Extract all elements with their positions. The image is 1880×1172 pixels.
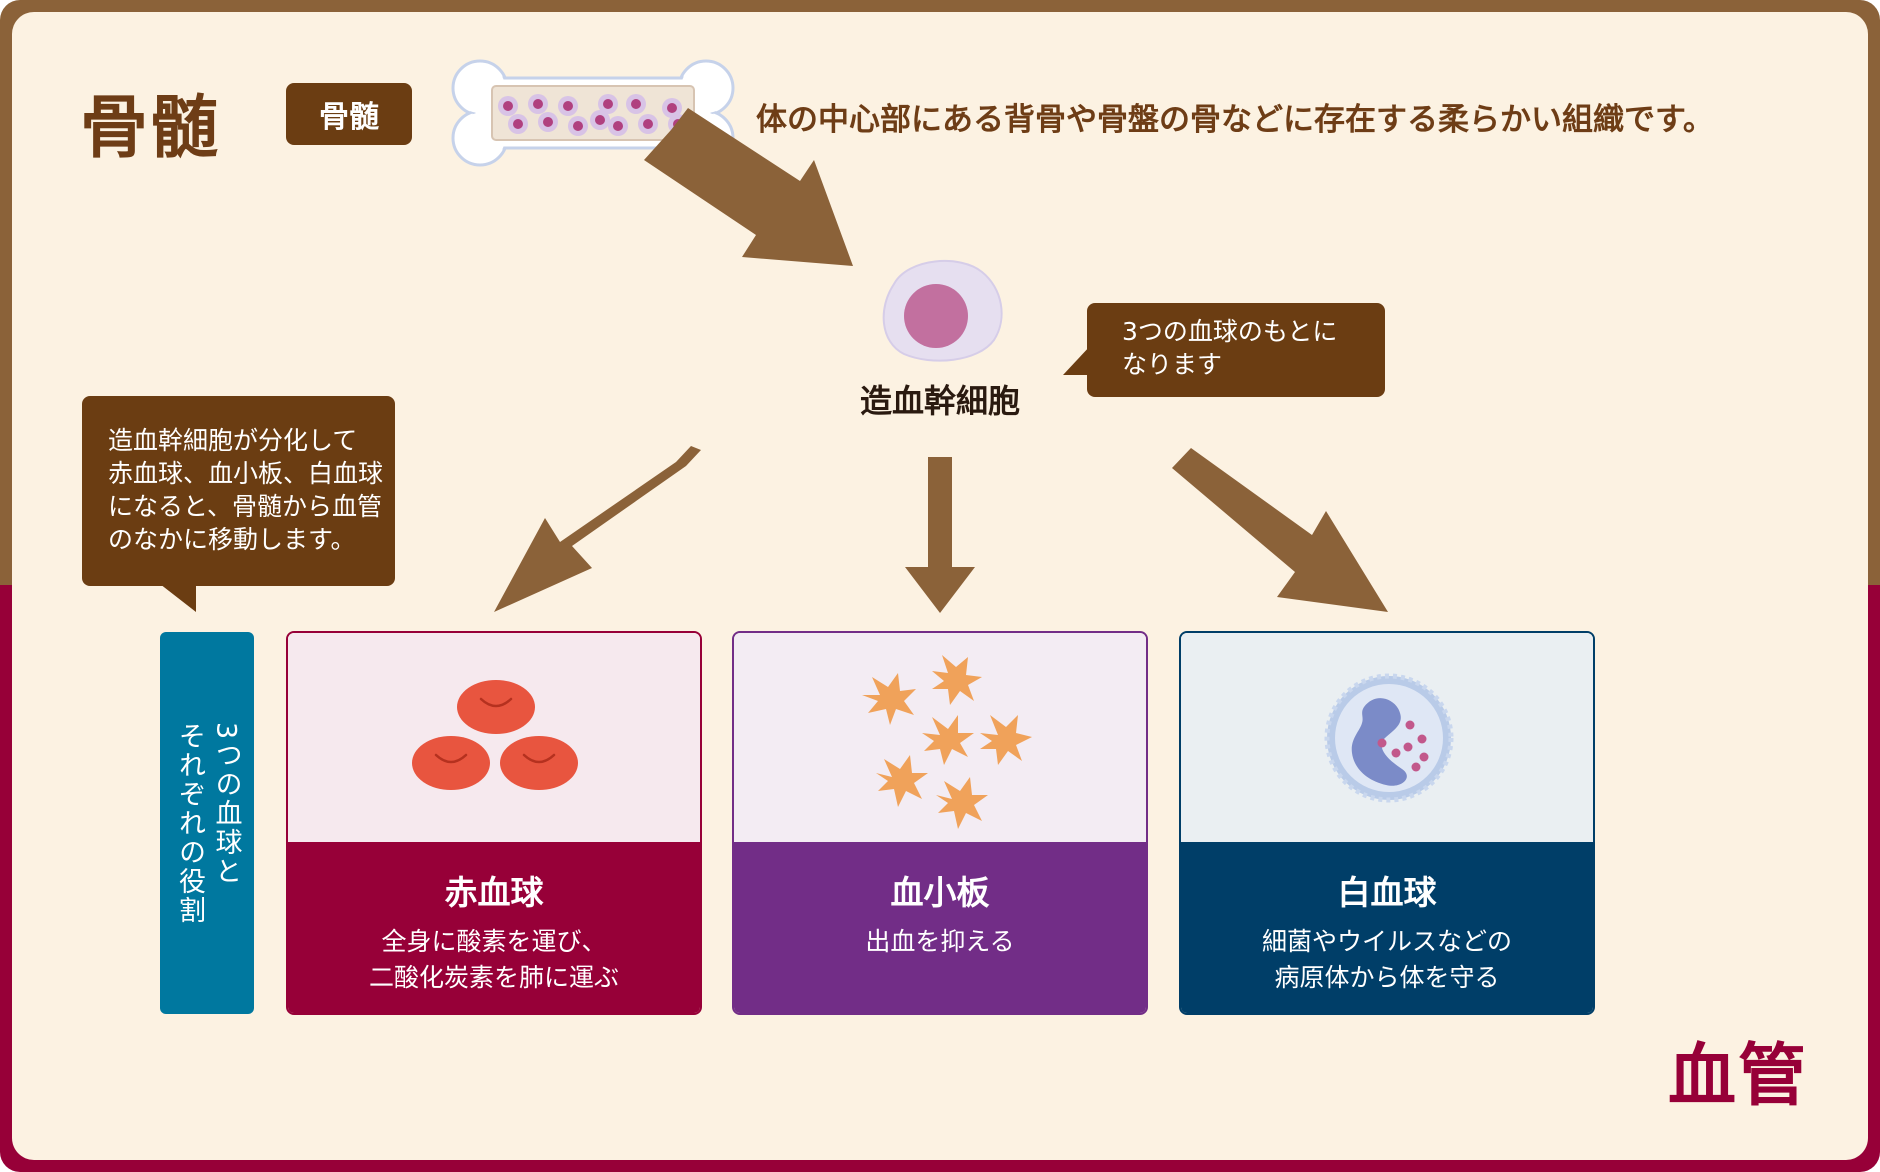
bubble-left-tail	[160, 584, 196, 612]
stem-cell-label: 造血幹細胞	[859, 382, 1020, 420]
bone-marrow-tag: 骨髄	[286, 83, 412, 145]
differentiation-line-3: になると、骨髄から血管	[108, 492, 383, 521]
red-blood-cell-name: 赤血球	[444, 873, 544, 912]
differentiation-callout: 造血幹細胞が分化して 赤血球、血小板、白血球 になると、骨髄から血管 のなかに移…	[82, 396, 395, 586]
stem-cell-callout-line-2: なります	[1122, 350, 1223, 379]
bone-icon	[451, 59, 735, 167]
red-blood-cell-illustration	[288, 633, 700, 842]
platelets-icon	[862, 655, 1032, 829]
bone-marrow-description: 体の中心部にある背骨や骨盤の骨などに存在する柔らかい組織です。	[756, 102, 1714, 138]
differentiation-line-2: 赤血球、血小板、白血球	[108, 459, 384, 488]
differentiation-line-4: のなかに移動します。	[108, 525, 356, 554]
platelet-desc-line-1: 出血を抑える	[865, 927, 1015, 956]
platelet-name: 血小板	[890, 873, 990, 912]
white-blood-cell-desc-line-1: 細菌やウイルスなどの	[1261, 927, 1512, 956]
bubble-right-tail	[1063, 345, 1091, 375]
arrow-stemcell-to-wbc	[1172, 448, 1388, 612]
red-blood-cell-desc-line-1: 全身に酸素を運び、	[381, 927, 607, 956]
arrow-stemcell-to-rbc	[494, 446, 701, 612]
red-blood-cells-icon	[412, 680, 578, 790]
platelet-card: 血小板 出血を抑える	[732, 631, 1148, 1015]
stem-cell-icon	[882, 260, 1003, 362]
blood-vessel-title: 血管	[1668, 1037, 1809, 1116]
platelet-illustration	[734, 633, 1146, 842]
white-blood-cell-name: 白血球	[1337, 873, 1437, 912]
white-blood-cell-icon	[1324, 673, 1454, 803]
stem-cell-callout-line-1: 3つの血球のもとに	[1122, 317, 1338, 346]
white-blood-cell-desc-line-2: 病原体から体を守る	[1274, 963, 1500, 993]
arrow-bone-to-stemcell	[644, 108, 853, 266]
roles-label-line-1: 3つの血球と	[210, 721, 242, 886]
arrow-stemcell-to-platelet	[905, 457, 975, 613]
stem-cell-callout: 3つの血球のもとに なります	[1087, 303, 1385, 397]
roles-label: 3つの血球と それぞれの役割	[160, 632, 254, 1014]
roles-label-line-2: それぞれの役割	[174, 721, 205, 925]
red-blood-cell-desc-line-2: 二酸化炭素を肺に運ぶ	[368, 963, 619, 993]
bone-marrow-title: 骨髄	[80, 89, 221, 168]
differentiation-line-1: 造血幹細胞が分化して	[108, 426, 358, 455]
white-blood-cell-card: 白血球 細菌やウイルスなどの 病原体から体を守る	[1179, 631, 1595, 1015]
red-blood-cell-card: 赤血球 全身に酸素を運び、 二酸化炭素を肺に運ぶ	[286, 631, 702, 1015]
white-blood-cell-illustration	[1181, 633, 1593, 842]
